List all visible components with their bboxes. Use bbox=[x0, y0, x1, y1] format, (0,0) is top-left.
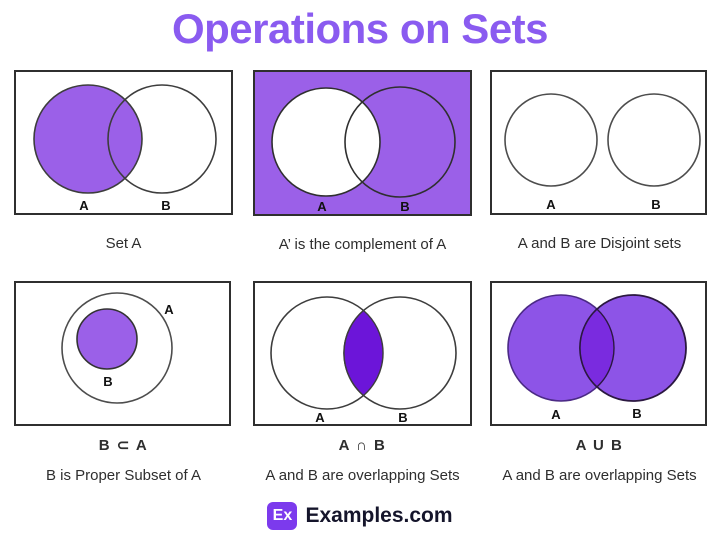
caption-subset: B is Proper Subset of A bbox=[45, 467, 202, 484]
footer-logo: Ex Examples.com bbox=[0, 502, 720, 530]
label-b: B bbox=[398, 410, 407, 425]
label-b: B bbox=[161, 198, 170, 213]
label-a: A bbox=[79, 198, 89, 213]
venn-union: A B bbox=[490, 281, 707, 426]
caption-union: A and B are overlapping Sets bbox=[502, 467, 697, 484]
label-a: A bbox=[315, 410, 325, 425]
examples-logo-badge: Ex bbox=[267, 502, 298, 530]
circle-a bbox=[33, 84, 143, 194]
panel-union: A B A U B A and B are overlapping Sets bbox=[490, 281, 709, 484]
venn-set-a: A B bbox=[14, 70, 233, 215]
circle-b bbox=[76, 308, 138, 370]
circle-a bbox=[504, 93, 598, 187]
formula-subset: B ⊂ A bbox=[98, 437, 149, 454]
label-a: A bbox=[317, 199, 327, 214]
intersection-region bbox=[343, 309, 384, 397]
panel-subset: A B B ⊂ A B is Proper Subset of A bbox=[14, 281, 233, 484]
venn-disjoint: A B bbox=[490, 70, 707, 215]
venn-complement: A B bbox=[253, 70, 472, 216]
venn-intersection: A B bbox=[253, 281, 472, 426]
venn-subset: A B bbox=[14, 281, 231, 426]
label-a: A bbox=[164, 302, 174, 317]
circle-b bbox=[107, 84, 217, 194]
formula-intersection: A ∩ B bbox=[338, 437, 387, 454]
caption-disjoint: A and B are Disjoint sets bbox=[517, 235, 682, 252]
panel-intersection: A B A ∩ B A and B are overlapping Sets bbox=[253, 281, 472, 484]
panel-complement: A B A’ is the complement of A bbox=[253, 70, 472, 253]
panel-set-a: A B Set A bbox=[14, 70, 233, 252]
brand-name: Examples.com bbox=[305, 504, 453, 527]
label-b: B bbox=[632, 406, 641, 421]
circle-a bbox=[271, 87, 381, 197]
label-b: B bbox=[103, 374, 112, 389]
page-title: Operations on Sets bbox=[171, 5, 549, 52]
caption-intersection: A and B are overlapping Sets bbox=[265, 467, 460, 484]
caption-complement: A’ is the complement of A bbox=[278, 236, 447, 253]
circle-b bbox=[344, 86, 456, 198]
panel-disjoint: A B A and B are Disjoint sets bbox=[490, 70, 709, 252]
label-b: B bbox=[651, 197, 660, 212]
circle-b bbox=[607, 93, 701, 187]
formula-union: A U B bbox=[575, 437, 624, 454]
examples-logo-text: Ex bbox=[272, 507, 293, 524]
label-a: A bbox=[546, 197, 556, 212]
label-a: A bbox=[551, 407, 561, 422]
caption-set-a: Set A bbox=[105, 235, 142, 252]
label-b: B bbox=[400, 199, 409, 214]
union-overlap-region bbox=[579, 308, 615, 388]
